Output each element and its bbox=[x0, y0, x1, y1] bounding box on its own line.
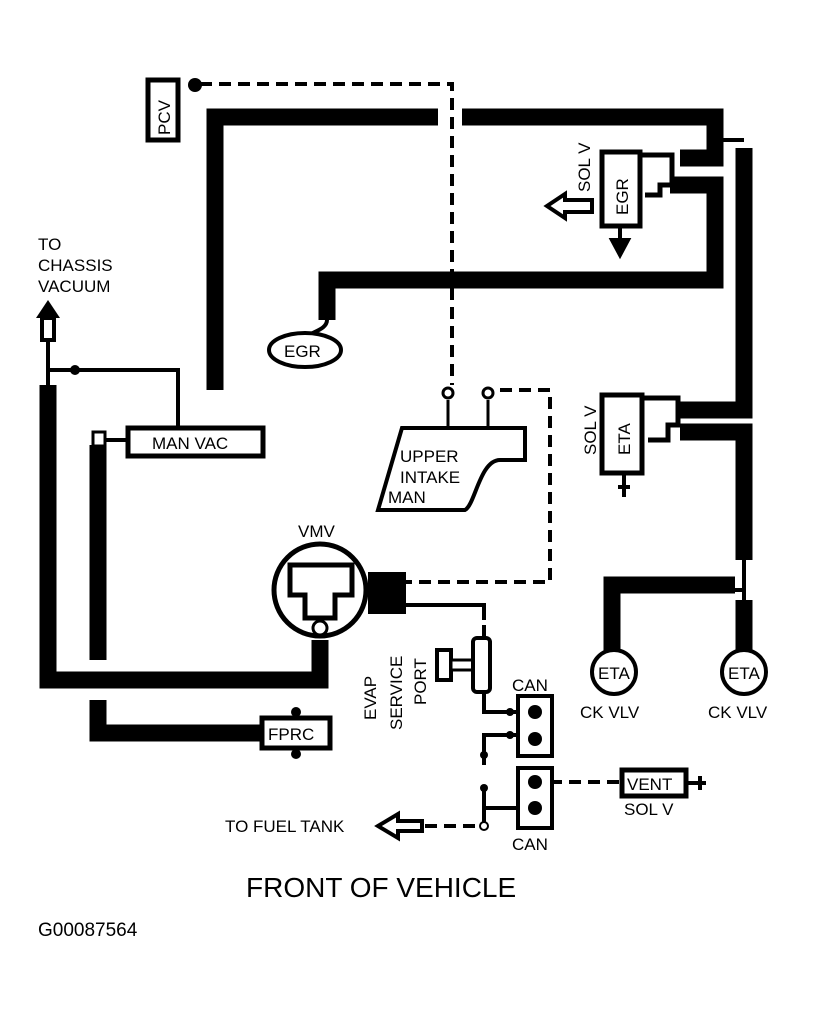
hose-fprc bbox=[89, 700, 262, 742]
eta-check-valve-right: ETA CK VLV bbox=[708, 648, 768, 722]
can-bottom-label: CAN bbox=[512, 835, 548, 854]
egr-sol-v-label: SOL V bbox=[575, 142, 594, 192]
vent-label: VENT bbox=[627, 775, 672, 794]
man-vac-block: MAN VAC bbox=[91, 425, 266, 459]
hose-vmv-to-evap bbox=[406, 603, 486, 620]
to-chassis-label-3: VACUUM bbox=[38, 277, 110, 296]
vmv-valve: VMV bbox=[271, 522, 369, 639]
fprc-label: FPRC bbox=[268, 725, 314, 744]
eta-ck-2-sub-label: CK VLV bbox=[708, 703, 768, 722]
egr-valve-label: EGR bbox=[613, 178, 632, 215]
left-arrow-icon bbox=[374, 810, 424, 842]
vmv-label: VMV bbox=[298, 522, 336, 541]
to-chassis-vacuum: TO CHASSIS VACUUM bbox=[36, 235, 113, 375]
canister-bottom: CAN bbox=[512, 766, 554, 854]
to-fuel-tank: TO FUEL TANK bbox=[225, 810, 424, 842]
eta-vent-icon bbox=[618, 473, 630, 497]
vent-sub-label: SOL V bbox=[624, 800, 674, 819]
eta-ck-1-label: ETA bbox=[598, 664, 630, 683]
eta-check-valve-left: ETA CK VLV bbox=[580, 648, 640, 722]
egr-down-arrow-icon bbox=[608, 226, 632, 260]
eta-box-label: ETA bbox=[615, 423, 634, 455]
evap-label-1: EVAP bbox=[361, 676, 380, 720]
hose-eta-ck-left bbox=[603, 576, 735, 660]
pcv-valve: PCV bbox=[145, 77, 202, 143]
canister-top: CAN bbox=[512, 676, 554, 758]
eta-sol-v-label: SOL V bbox=[581, 405, 600, 455]
upper-intake-label-2: INTAKE bbox=[400, 468, 460, 487]
hose-junction-dots bbox=[479, 708, 514, 831]
hose-can-link bbox=[482, 733, 520, 765]
upper-intake-label-3: MAN bbox=[388, 488, 426, 507]
to-fuel-tank-label: TO FUEL TANK bbox=[225, 817, 345, 836]
dashed-hoses bbox=[200, 82, 620, 828]
up-arrow-icon bbox=[36, 300, 60, 318]
egr-vent-arrow-icon bbox=[543, 190, 594, 222]
evap-label-2: SERVICE bbox=[387, 656, 406, 730]
upper-intake-label-1: UPPER bbox=[400, 447, 459, 466]
to-chassis-label-1: TO bbox=[38, 235, 61, 254]
pcv-label: PCV bbox=[155, 99, 174, 135]
vent-solenoid: VENT SOL V bbox=[619, 767, 706, 819]
thick-hoses bbox=[39, 108, 753, 742]
egr-oval-label: EGR bbox=[284, 342, 321, 361]
hose-pcv-dashed bbox=[200, 82, 454, 385]
hose-intake-to-man-vac bbox=[206, 108, 438, 390]
upper-intake-manifold: UPPER INTAKE MAN bbox=[375, 386, 527, 512]
to-chassis-label-2: CHASSIS bbox=[38, 256, 113, 275]
hose-eta-junction bbox=[700, 560, 746, 600]
egr-solenoid: SOL V EGR bbox=[543, 142, 675, 260]
hose-chassis-branch bbox=[48, 368, 180, 428]
eta-ck-2-label: ETA bbox=[728, 664, 760, 683]
hose-right-vertical bbox=[680, 148, 753, 419]
evap-label-3: PORT bbox=[411, 658, 430, 705]
man-vac-label: MAN VAC bbox=[152, 434, 228, 453]
hose-can2-link bbox=[482, 790, 520, 828]
can-top-label: CAN bbox=[512, 676, 548, 695]
figure-id: G00087564 bbox=[38, 920, 138, 941]
hose-egr-loop bbox=[318, 176, 724, 320]
eta-solenoid: SOL V ETA bbox=[581, 392, 681, 497]
hose-eta-out bbox=[680, 423, 753, 560]
fprc-block: FPRC bbox=[259, 707, 333, 759]
front-of-vehicle-title: FRONT OF VEHICLE bbox=[246, 872, 516, 903]
evap-service-port: EVAP SERVICE PORT bbox=[361, 636, 492, 730]
hose-left-vertical bbox=[39, 385, 329, 689]
hose-intake-to-vmv-dashed bbox=[406, 388, 552, 584]
egr-valve-oval: EGR bbox=[267, 319, 343, 369]
hose-top-to-egr-sol bbox=[462, 108, 724, 167]
eta-ck-1-sub-label: CK VLV bbox=[580, 703, 640, 722]
vmv-outlet bbox=[368, 572, 406, 614]
